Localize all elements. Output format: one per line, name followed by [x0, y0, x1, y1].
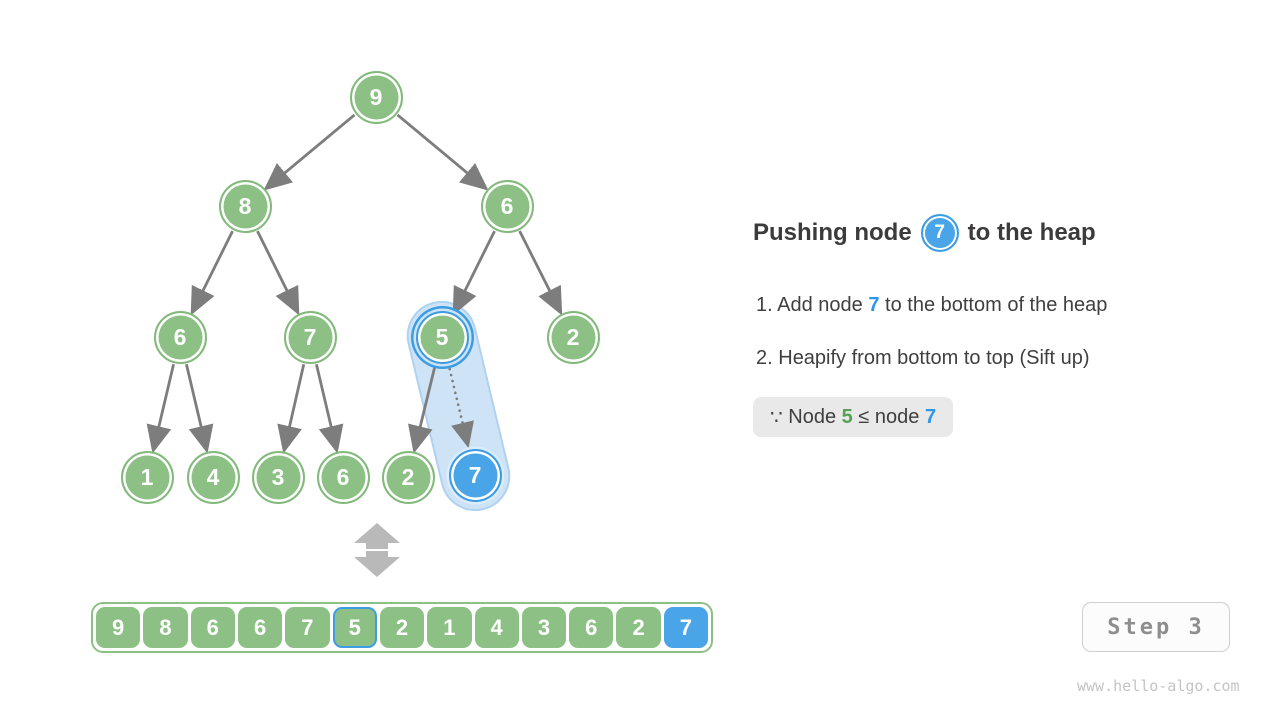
tree-node-4: 4 — [186, 450, 240, 504]
tree-edge — [277, 363, 306, 454]
tree-edge — [315, 363, 344, 454]
note-value-blue: 7 — [924, 405, 937, 428]
tree-node-5: 5 — [415, 310, 469, 364]
tree-edge — [452, 230, 496, 316]
step-item-1: 1. Add node 7 to the bottom of the heap — [756, 291, 1107, 319]
sift-up-comparison-arrow — [448, 367, 474, 449]
tree-edges — [146, 113, 563, 454]
tree-node-8: 8 — [218, 179, 272, 233]
step-marker: 1. — [756, 294, 773, 316]
panel-title: Pushing node 7 to the heap — [753, 212, 1096, 254]
step-text: Heapify from bottom to top (Sift up) — [772, 347, 1090, 369]
title-node-circle: 7 — [920, 214, 959, 252]
array-cell-7: 7 — [663, 607, 709, 648]
array-cell-6: 6 — [190, 607, 235, 648]
tree-node-3: 3 — [251, 450, 305, 504]
array-cell-8: 8 — [143, 607, 188, 648]
tree-node-2: 2 — [381, 450, 435, 504]
step-badge[interactable]: Step 3 — [1082, 602, 1230, 652]
tree-node-6: 6 — [153, 310, 207, 364]
tree-edge — [146, 363, 175, 454]
array-cell-1: 1 — [427, 607, 472, 648]
array-cell-7: 7 — [285, 607, 330, 648]
tree-edge — [256, 230, 300, 316]
tree-node-1: 1 — [120, 450, 174, 504]
comparison-note: ∵ Node 5 ≤ node 7 — [753, 397, 954, 437]
tree-node-9: 9 — [349, 70, 403, 124]
step-text: to the bottom of the heap — [879, 294, 1108, 316]
array-cell-3: 3 — [521, 607, 567, 648]
tree-array-sync-icon — [354, 523, 400, 577]
tree-edge — [185, 363, 214, 454]
array-cell-6: 6 — [237, 607, 283, 648]
step-highlight-value: 7 — [868, 294, 880, 316]
because-symbol: ∵ — [770, 406, 783, 429]
note-text: Node — [782, 405, 842, 428]
step-item-2: 2. Heapify from bottom to top (Sift up) — [756, 344, 1107, 372]
step-list: 1. Add node 7 to the bottom of the heap … — [756, 291, 1107, 397]
title-text-before: Pushing node — [753, 219, 912, 246]
tree-node-6: 6 — [480, 179, 534, 233]
tree-node-2: 2 — [546, 310, 600, 364]
tree-node-7: 7 — [283, 310, 337, 364]
tree-edge — [408, 363, 437, 454]
step-text: Add node — [772, 294, 869, 316]
array-cell-9: 9 — [96, 607, 141, 648]
tree-node-6: 6 — [316, 450, 370, 504]
tree-edge — [518, 230, 563, 316]
note-value-green: 5 — [841, 405, 853, 428]
watermark: www.hello-algo.com — [1077, 677, 1240, 695]
note-text: ≤ node — [852, 405, 925, 428]
array-cell-4: 4 — [474, 607, 519, 648]
tree-node-7: 7 — [448, 448, 502, 502]
step-marker: 2. — [756, 347, 773, 369]
array-cell-6: 6 — [569, 607, 614, 648]
tree-edge — [396, 113, 489, 191]
tree-edge — [263, 113, 356, 191]
array-cell-2: 2 — [616, 607, 661, 648]
title-text-after: to the heap — [967, 219, 1096, 246]
array-cell-2: 2 — [379, 607, 425, 648]
array-cell-5: 5 — [332, 607, 377, 648]
tree-edge — [190, 230, 234, 316]
